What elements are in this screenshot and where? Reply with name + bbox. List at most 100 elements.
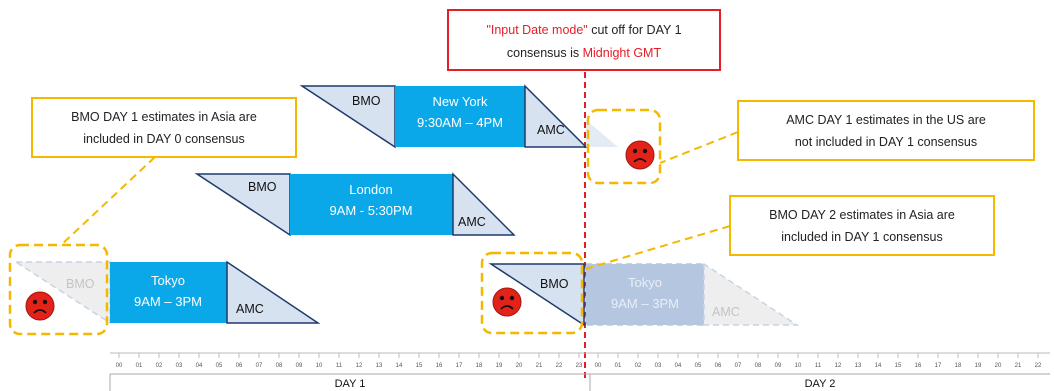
new-york-amc-overflow: [586, 120, 618, 147]
tokyo-day1-city: Tokyo: [151, 273, 185, 288]
day1-label: DAY 1: [335, 378, 366, 390]
cutoff-note: "Input Date mode" cut off for DAY 1 cons…: [447, 9, 721, 71]
callout-asia-day2: BMO DAY 2 estimates in Asia are included…: [729, 195, 995, 256]
hour-tick-label: 05: [695, 363, 702, 369]
callout-asia-day0-line2: included in DAY 0 consensus: [83, 132, 244, 146]
london-bmo-label: BMO: [248, 180, 277, 194]
session-tokyo-day2: BMO Tokyo 9AM – 3PM AMC: [488, 262, 800, 327]
hour-tick-label: 04: [675, 363, 682, 369]
day2-label: DAY 2: [805, 378, 836, 390]
hour-tick-label: 11: [815, 363, 822, 369]
hour-tick-label: 13: [376, 363, 383, 369]
hour-tick-label: 07: [256, 363, 263, 369]
hour-tick-label: 20: [516, 363, 523, 369]
hour-tick-label: 18: [955, 363, 962, 369]
highlight-tokyo-day2-bmo: [480, 251, 584, 335]
hour-tick-label: 04: [196, 363, 203, 369]
cutoff-note-line1: cut off for DAY 1: [588, 23, 682, 37]
svg-text:consensus is Midnight GMT: consensus is Midnight GMT: [507, 46, 662, 60]
hour-tick-label: 19: [496, 363, 503, 369]
hour-tick-label: 15: [416, 363, 423, 369]
cutoff-note-midnight: Midnight GMT: [583, 46, 662, 60]
tokyo-day2-bmo-label: BMO: [540, 277, 569, 291]
hour-tick-label: 00: [595, 363, 602, 369]
hour-tick-label: 13: [855, 363, 862, 369]
tokyo-day1-bmo-label: BMO: [66, 277, 95, 291]
callout-asia-day0-line1: BMO DAY 1 estimates in Asia are: [71, 110, 257, 124]
cutoff-note-quote: "Input Date mode": [486, 23, 587, 37]
sad-face-icon: [625, 140, 655, 170]
hour-tick-label: 10: [316, 363, 323, 369]
hour-tick-label: 14: [875, 363, 882, 369]
tokyo-day1-hours: 9AM – 3PM: [134, 294, 202, 309]
new-york-bmo-label: BMO: [352, 94, 381, 108]
hour-tick-label: 06: [236, 363, 243, 369]
timeline-axis: 00 01 02 03 04 05 06 07 08 09 10 11 12 13 14 15 16 17 18 19…: [109, 352, 1050, 391]
tokyo-day1-amc-label: AMC: [236, 302, 264, 316]
hour-tick-label: 15: [895, 363, 902, 369]
hour-tick-label: 18: [476, 363, 483, 369]
highlight-us-amc: [586, 108, 662, 185]
tokyo-day2-amc-label: AMC: [712, 305, 740, 319]
tokyo-day2-city: Tokyo: [628, 275, 662, 290]
callout-asia-day2-line1: BMO DAY 2 estimates in Asia are: [769, 208, 955, 222]
hour-tick-label: 03: [176, 363, 183, 369]
london-session-bar: [290, 174, 453, 235]
tokyo-day2-hours: 9AM – 3PM: [611, 296, 679, 311]
hour-tick-label: 07: [735, 363, 742, 369]
new-york-session-bar: [395, 86, 525, 147]
sad-face-icon: [25, 291, 55, 321]
new-york-amc-wedge: [524, 84, 588, 148]
hour-tick-label: 01: [615, 363, 622, 369]
hour-tick-label: 10: [795, 363, 802, 369]
hour-tick-label: 23: [576, 363, 583, 369]
hour-tick-label: 09: [296, 363, 303, 369]
hour-tick-label: 02: [635, 363, 642, 369]
hour-tick-label: 05: [216, 363, 223, 369]
hour-tick-label: 22: [556, 363, 563, 369]
session-tokyo-day1: BMO Tokyo 9AM – 3PM AMC: [13, 260, 321, 325]
session-new-york: BMO New York 9:30AM – 4PM AMC: [299, 84, 618, 149]
connector-asia-day0: [59, 156, 156, 247]
cutoff-note-line2: consensus is: [507, 46, 583, 60]
tokyo-day2-bmo-wedge: [488, 263, 585, 327]
new-york-amc-label: AMC: [537, 123, 565, 137]
hour-tick-label: 08: [755, 363, 762, 369]
hour-tick-label: 12: [356, 363, 363, 369]
hour-tick-label: 22: [1035, 363, 1042, 369]
connector-us-amc: [659, 131, 739, 164]
hour-tick-label: 02: [156, 363, 163, 369]
hour-tick-label: 08: [276, 363, 283, 369]
sad-face-icon: [492, 287, 522, 317]
london-amc-label: AMC: [458, 215, 486, 229]
london-amc-wedge: [452, 172, 516, 236]
hour-tick-label: 06: [715, 363, 722, 369]
tokyo-day2-session-bar-faded: [585, 263, 705, 326]
callout-us-amc: AMC DAY 1 estimates in the US are not in…: [737, 100, 1035, 161]
hour-tick-label: 17: [456, 363, 463, 369]
hour-tick-label: 20: [995, 363, 1002, 369]
hour-ticks: 00 01 02 03 04 05 06 07 08 09 10 11 12 13 14 15 16 17 18 19…: [116, 353, 1042, 369]
london-city: London: [349, 182, 392, 197]
hour-tick-label: 14: [396, 363, 403, 369]
hour-tick-label: 12: [835, 363, 842, 369]
london-hours: 9AM - 5:30PM: [329, 203, 412, 218]
hour-tick-label: 17: [935, 363, 942, 369]
session-london: BMO London 9AM - 5:30PM AMC: [194, 172, 516, 237]
hour-tick-label: 16: [915, 363, 922, 369]
callout-asia-day0: BMO DAY 1 estimates in Asia are included…: [31, 97, 297, 158]
hour-tick-label: 09: [775, 363, 782, 369]
hour-tick-label: 16: [436, 363, 443, 369]
svg-text:"Input Date mode" cut off for: "Input Date mode" cut off for DAY 1: [486, 23, 681, 37]
hour-tick-label: 11: [336, 363, 343, 369]
callout-us-amc-line2: not included in DAY 1 consensus: [795, 135, 977, 149]
hour-tick-label: 21: [536, 363, 543, 369]
hour-tick-label: 21: [1015, 363, 1022, 369]
hour-tick-label: 01: [136, 363, 143, 369]
tokyo-day1-amc-wedge: [226, 260, 321, 324]
tokyo-day1-session-bar: [110, 262, 227, 323]
hour-tick-label: 00: [116, 363, 123, 369]
callout-us-amc-line1: AMC DAY 1 estimates in the US are: [786, 113, 986, 127]
new-york-city: New York: [433, 94, 488, 109]
